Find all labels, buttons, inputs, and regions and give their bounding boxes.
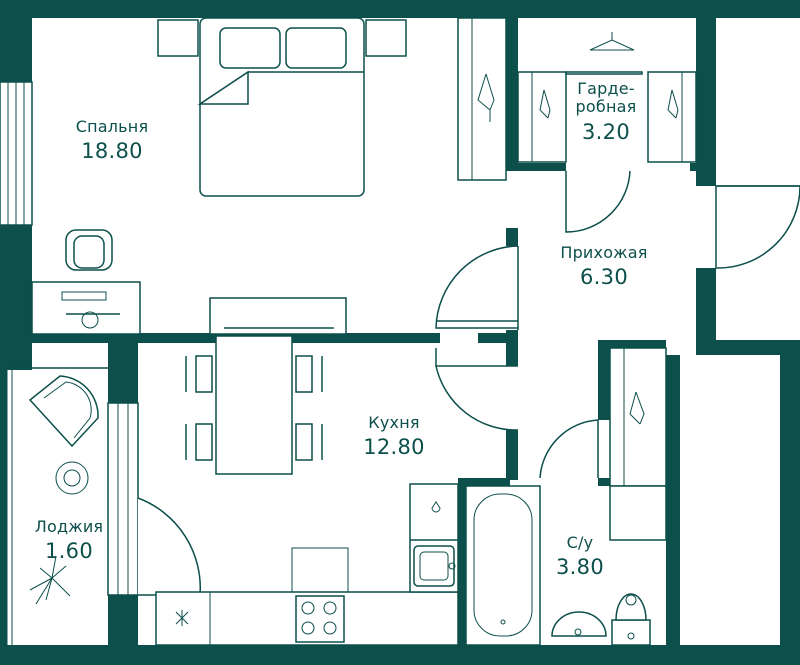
- room-name: Кухня: [368, 413, 420, 432]
- room-area: 12.80: [363, 435, 425, 460]
- windows: [0, 81, 139, 645]
- room-label-bathroom: С/у 3.80: [530, 533, 630, 580]
- tv-stand: [209, 297, 347, 335]
- dining-table: [185, 335, 323, 475]
- room-area: 3.80: [556, 555, 604, 580]
- room-label-kitchen: Кухня 12.80: [334, 413, 454, 460]
- kitchen-counter: [155, 483, 459, 646]
- desk: [31, 229, 141, 335]
- loggia-furniture: [28, 375, 99, 605]
- room-label-wardrobe: Гарде- робная 3.20: [560, 79, 652, 144]
- room-area: 18.80: [81, 139, 143, 164]
- room-area: 6.30: [580, 265, 628, 290]
- room-name: Спальня: [75, 117, 149, 136]
- wardrobe-shelves: [517, 32, 697, 163]
- bedroom-wardrobe: [457, 17, 507, 181]
- doors: [137, 170, 800, 596]
- room-label-loggia: Лоджия 1.60: [14, 517, 124, 564]
- room-name: Прихожая: [560, 243, 648, 262]
- room-area: 1.60: [45, 539, 93, 564]
- room-label-bedroom: Спальня 18.80: [52, 117, 172, 164]
- room-name: Лоджия: [34, 517, 104, 536]
- room-name: С/у: [566, 533, 594, 552]
- bathtub: [465, 485, 541, 646]
- room-area: 3.20: [582, 119, 630, 144]
- room-name: Гарде- робная: [575, 79, 637, 117]
- room-label-hallway: Прихожая 6.30: [544, 243, 664, 290]
- bathroom-fixtures: [551, 347, 667, 646]
- bed: [157, 17, 407, 197]
